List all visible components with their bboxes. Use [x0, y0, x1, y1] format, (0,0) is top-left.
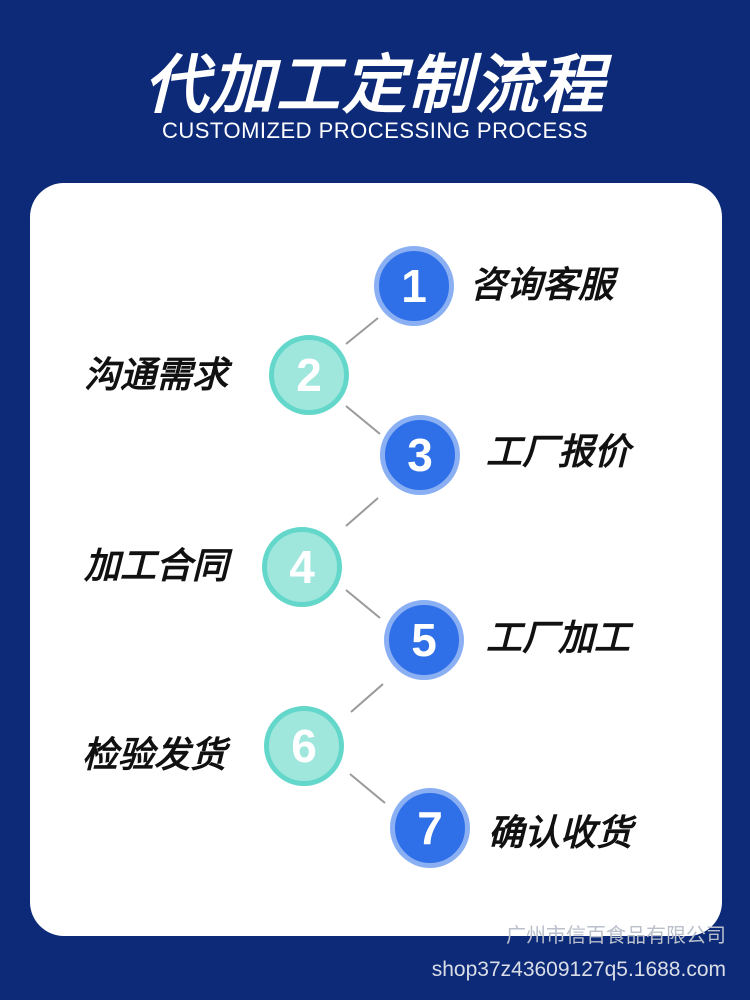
- watermark-company: 广州市信百食品有限公司: [506, 923, 726, 947]
- step-6-label: 检验发货: [82, 735, 227, 776]
- step-7-circle: 7: [390, 788, 470, 868]
- step-6-circle: 6: [264, 706, 344, 786]
- step-3-number: 3: [407, 429, 433, 481]
- connector-3-4: [345, 497, 379, 527]
- connector-2-3: [345, 405, 381, 435]
- process-card: [30, 183, 722, 936]
- page-subtitle: CUSTOMIZED PROCESSING PROCESS: [161, 118, 589, 143]
- step-2-label: 沟通需求: [84, 355, 229, 396]
- step-5-number: 5: [411, 614, 437, 666]
- step-1-circle: 1: [374, 246, 454, 326]
- step-3-circle: 3: [380, 415, 460, 495]
- step-7-label: 确认收货: [488, 813, 633, 854]
- step-4-label: 加工合同: [84, 546, 229, 587]
- connector-4-5: [345, 589, 381, 619]
- step-5-circle: 5: [384, 600, 464, 680]
- page-title: 代加工定制流程: [144, 49, 606, 123]
- step-1-label: 咨询客服: [470, 265, 615, 306]
- connector-5-6: [350, 683, 384, 713]
- step-4-circle: 4: [262, 527, 342, 607]
- step-7-number: 7: [417, 802, 443, 854]
- step-2-circle: 2: [269, 335, 349, 415]
- connector-1-2: [345, 317, 379, 345]
- connector-6-7: [349, 773, 386, 804]
- step-3-label: 工厂报价: [486, 432, 631, 473]
- step-6-number: 6: [291, 720, 317, 772]
- step-5-label: 工厂加工: [486, 618, 631, 659]
- watermark-url: shop37z43609127q5.1688.com: [431, 958, 726, 981]
- step-1-number: 1: [401, 260, 427, 312]
- step-2-number: 2: [296, 349, 322, 401]
- step-4-number: 4: [289, 541, 315, 593]
